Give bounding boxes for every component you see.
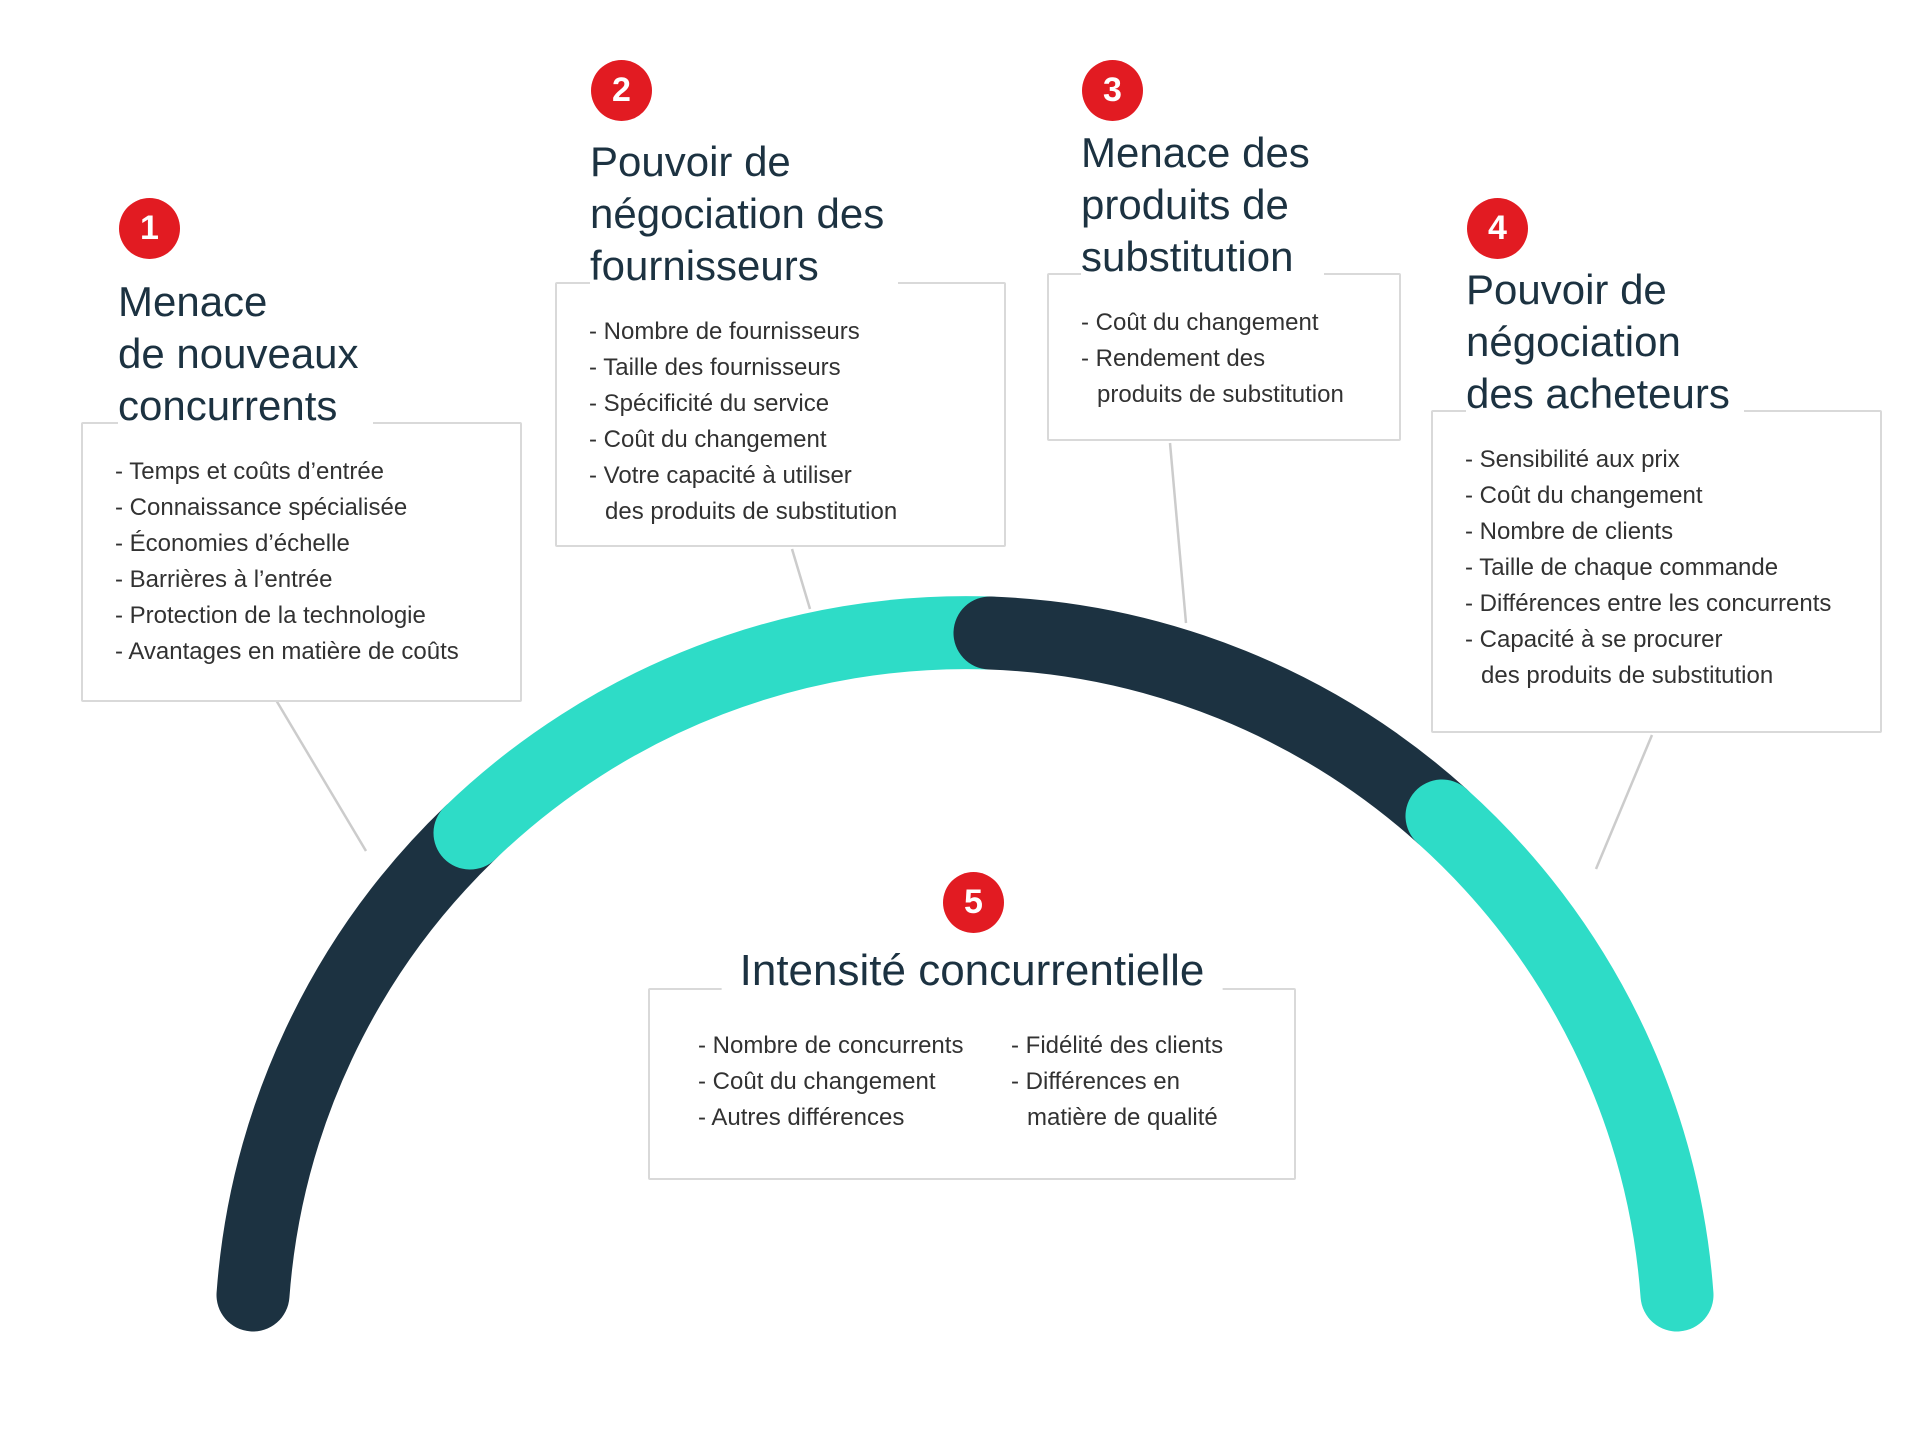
force-3-item: - Coût du changement [1081,309,1319,336]
force-1-title: Menace de nouveaux concurrents [118,276,373,432]
force-1-item: - Protection de la technologie [115,602,426,629]
force-2-item: - Nombre de fournisseurs [589,318,860,345]
force-3-items: - Coût du changement - Rendement des pro… [1049,275,1399,413]
force-1-box: - Temps et coûts d’entrée - Connaissance… [81,422,522,702]
force-2-items: - Nombre de fournisseurs - Taille des fo… [557,284,1004,530]
force-3-item: - Rendement des produits de substitution [1081,345,1344,408]
force-4-item: - Sensibilité aux prix [1465,446,1680,473]
force-4-item: - Capacité à se procurer des produits de… [1465,626,1774,689]
force-2-item: - Coût du changement [589,426,827,453]
connector-line-3 [1168,442,1188,624]
force-5-box: - Nombre de concurrents - Coût du change… [648,988,1296,1180]
force-5-items-left-column: - Nombre de concurrents - Coût du change… [698,1028,1011,1136]
badge-1: 1 [119,198,180,259]
connector-line-2 [790,548,812,610]
arc-segment-upper-right-navy [953,596,1479,853]
arc-segment-upper-left-teal [433,596,1027,870]
force-4-item: - Taille de chaque commande [1465,554,1779,581]
badge-3: 3 [1082,60,1143,121]
force-5-items-right-column: - Fidélité des clients - Différences en … [1011,1028,1278,1136]
force-2-item: - Taille des fournisseurs [589,354,841,381]
force-1-item: - Économies d’échelle [115,530,350,557]
badge-2: 2 [591,60,652,121]
force-4-item: - Différences entre les concurrents [1465,590,1832,617]
force-2-item: - Spécificité du service [589,390,830,417]
force-2-box: - Nombre de fournisseurs - Taille des fo… [555,282,1006,547]
badge-5: 5 [943,872,1004,933]
force-5-item: - Différences en matière de qualité [1011,1068,1218,1131]
force-5-item: - Coût du changement [698,1068,936,1095]
force-1-item: - Barrières à l’entrée [115,566,333,593]
connector-line-1 [274,699,368,852]
connector-line-4 [1594,734,1654,870]
arc-segment-bottom-right-teal [1405,779,1714,1332]
force-1-item: - Temps et coûts d’entrée [115,458,385,485]
force-2-title: Pouvoir de négociation des fournisseurs [590,136,899,292]
force-5-items: - Nombre de concurrents - Coût du change… [650,990,1294,1136]
force-5-item: - Fidélité des clients [1011,1032,1224,1059]
arc-segment-bottom-left-navy [216,796,507,1332]
force-1-item: - Connaissance spécialisée [115,494,408,521]
force-4-box: - Sensibilité aux prix - Coût du changem… [1431,410,1882,733]
force-3-title: Menace des produits de substitution [1081,127,1324,283]
force-4-item: - Coût du changement [1465,482,1703,509]
badge-4: 4 [1467,198,1528,259]
force-5-title: Intensité concurrentielle [721,944,1223,998]
force-5-item: - Autres différences [698,1104,905,1131]
force-4-item: - Nombre de clients [1465,518,1674,545]
force-4-items: - Sensibilité aux prix - Coût du changem… [1433,412,1880,694]
force-2-item: - Votre capacité à utiliser des produits… [589,462,898,525]
force-1-item: - Avantages en matière de coûts [115,638,459,665]
force-5-item: - Nombre de concurrents [698,1032,964,1059]
force-3-box: - Coût du changement - Rendement des pro… [1047,273,1401,441]
force-1-items: - Temps et coûts d’entrée - Connaissance… [83,424,520,670]
force-4-title: Pouvoir de négociation des acheteurs [1466,264,1744,420]
